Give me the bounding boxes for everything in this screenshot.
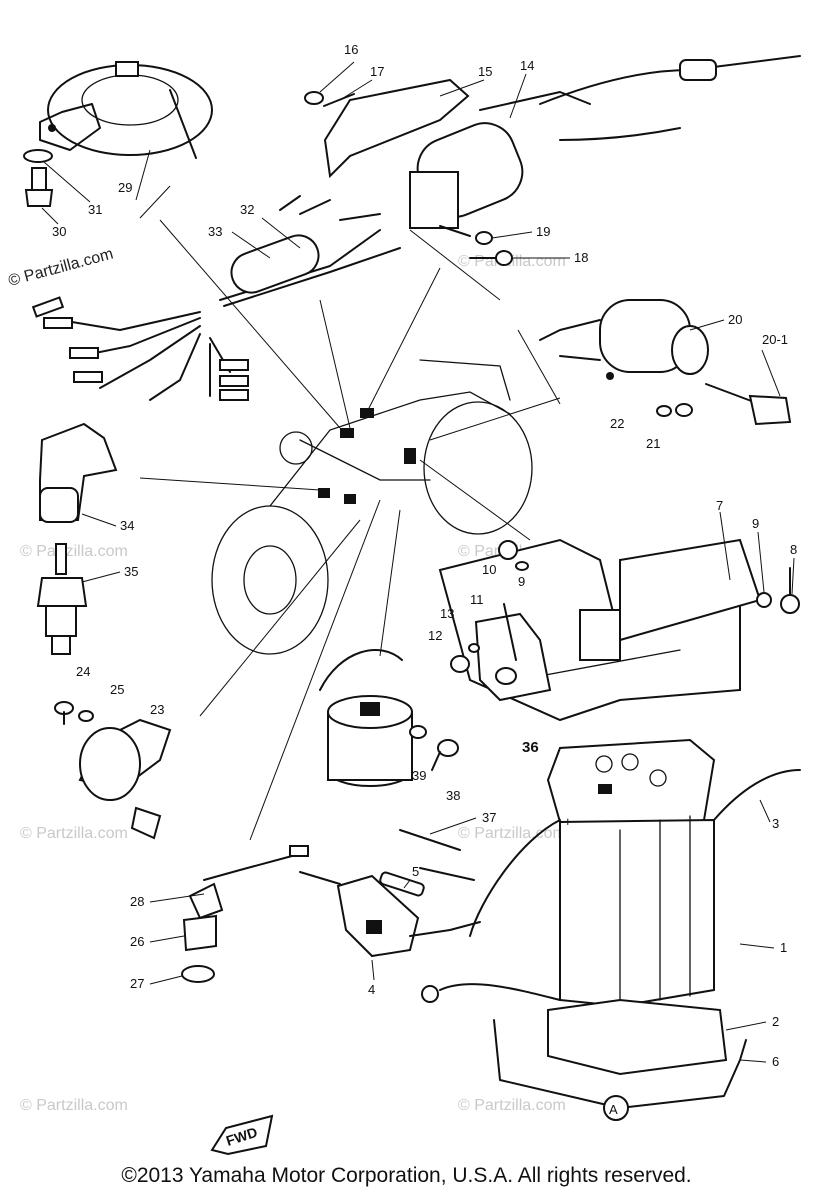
horn [39,61,213,159]
key-20-1 [705,383,792,426]
gasket-27 [181,965,215,983]
washer-19 [475,231,493,245]
washer-17 [323,93,355,107]
screw-21 [675,403,693,417]
callout-17: 17 [370,64,384,79]
callout-3: 3 [772,816,779,831]
callout-37: 37 [482,810,496,825]
neutral-switch [182,882,224,952]
callout-32: 32 [240,202,254,217]
callout-21: 21 [646,436,660,451]
watermark-main: © Partzilla.com [7,246,116,290]
callout-28: 28 [130,894,144,909]
washer-13 [468,643,480,653]
callout-38: 38 [446,788,460,803]
battery-plus-mark: + [564,814,572,829]
callout-5: 5 [412,864,419,879]
ignition-coil [323,55,801,237]
callout-25: 25 [110,682,124,697]
fwd-arrow: FWD [210,1114,274,1156]
callout-7: 7 [716,498,723,513]
washer-31 [23,149,53,163]
callout-20-1: 20-1 [762,332,788,347]
callout-29: 29 [118,180,132,195]
callout-12: 12 [428,628,442,643]
washer-9-right [756,592,772,608]
callout-36: 36 [522,739,539,756]
wire-harness [31,195,401,401]
washer-9-left [515,561,529,571]
callout-18: 18 [574,250,588,265]
callout-11: 11 [470,592,484,607]
callout-9-right: 9 [752,516,759,531]
callout-31: 31 [88,202,102,217]
copyright-notice: ©2013 Yamaha Motor Corporation, U.S.A. A… [121,1164,692,1187]
callout-13: 13 [440,606,454,621]
battery-band-mark: A [609,1102,618,1117]
watermark: © Partzilla.com [20,825,128,842]
callout-35: 35 [124,564,138,579]
callout-leaders [41,61,795,1063]
callout-8: 8 [790,542,797,557]
screw-38 [431,739,459,771]
fuse [379,871,425,897]
callout-16: 16 [344,42,358,57]
callout-22: 22 [610,416,624,431]
callout-19: 19 [536,224,550,239]
callout-10: 10 [482,562,496,577]
battery [469,738,801,1008]
watermark: © Partzilla.com [20,543,128,560]
battery-lead-earth [421,983,561,1003]
callout-34: 34 [120,518,134,533]
callout-23: 23 [150,702,164,717]
spark-plug-cap [39,422,118,523]
callout-30: 30 [52,224,66,239]
callout-20: 20 [728,312,742,327]
bolt-30 [24,167,54,207]
callout-4: 4 [368,982,375,997]
washer-39 [409,725,427,739]
callout-15: 15 [478,64,492,79]
screw-8 [780,567,800,614]
watermark: © Partzilla.com [458,1097,566,1114]
watermark: © Partzilla.com [20,1097,128,1114]
battery-band [493,1019,747,1121]
nut-10 [498,540,518,560]
washer-22 [656,405,672,417]
watermark: © Partzilla.com [458,825,566,842]
condenser [319,649,475,881]
battery-pad [547,998,728,1076]
rectifier-11 [474,603,552,702]
callout-14: 14 [520,58,534,73]
callout-1: 1 [780,940,787,955]
screw-24 [54,701,74,725]
callout-39: 39 [412,768,426,783]
callouts: 1 2 3 4 5 6 7 8 9 9 10 11 12 13 14 15 16… [52,42,797,1069]
callout-33: 33 [208,224,222,239]
callout-9-left: 9 [518,574,525,589]
nut-16 [304,91,324,105]
motorcycle-sketch [211,359,533,655]
callout-6: 6 [772,1054,779,1069]
callout-26: 26 [130,934,144,949]
callout-24: 24 [76,664,90,679]
washer-25 [78,710,94,722]
lead-wire-28 [203,845,309,881]
spark-plug [36,543,88,655]
callout-2: 2 [772,1014,779,1029]
main-switch [539,299,709,380]
leader-lines [139,185,561,841]
fuse-holder [299,871,481,958]
screw-12 [450,655,470,673]
callout-27: 27 [130,976,144,991]
sensor-23 [78,718,172,840]
